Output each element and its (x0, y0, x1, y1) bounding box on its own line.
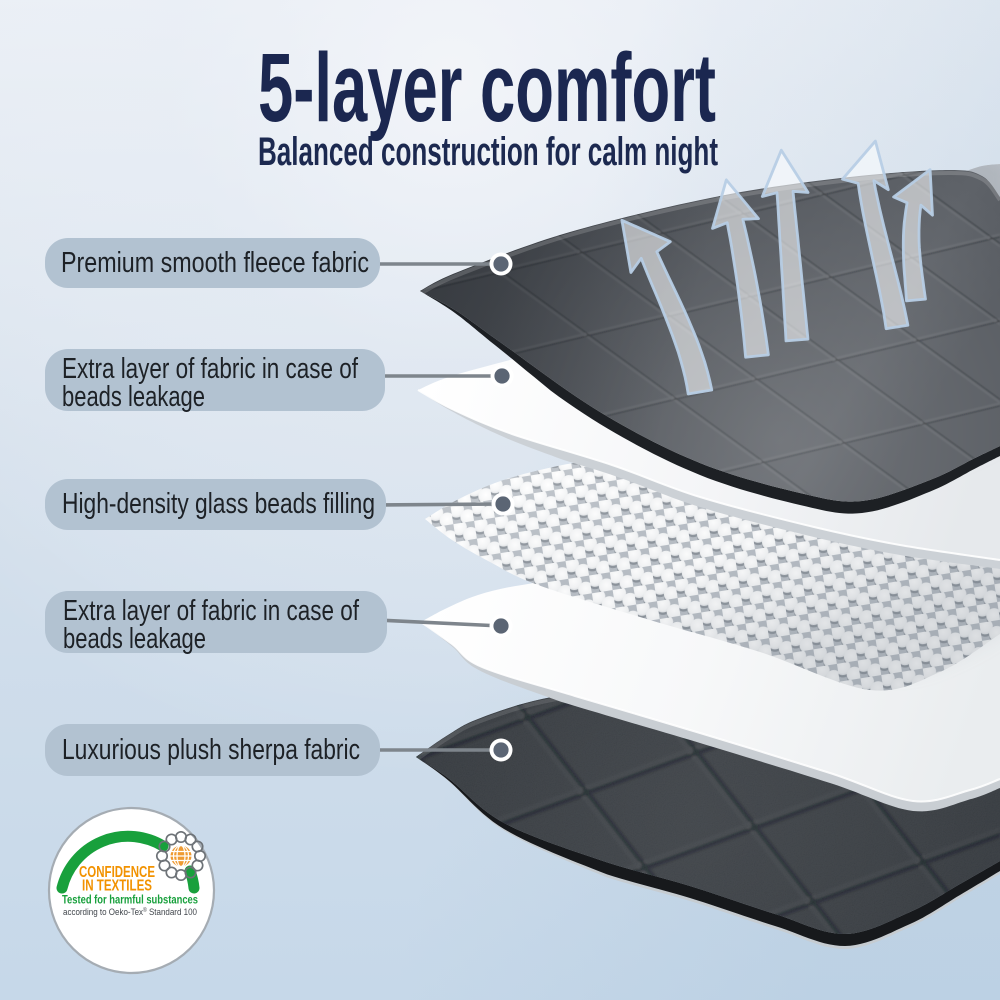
svg-text:5-layer comfort: 5-layer comfort (258, 33, 716, 142)
svg-text:CONFIDENCE: CONFIDENCE (79, 864, 155, 881)
svg-text:High-density glass beads filli: High-density glass beads filling (62, 488, 375, 520)
svg-text:Extra layer of fabric in case: Extra layer of fabric in case of (63, 595, 360, 627)
svg-text:Premium smooth fleece fabric: Premium smooth fleece fabric (61, 247, 369, 279)
svg-text:Extra layer of fabric in case: Extra layer of fabric in case of (62, 353, 359, 385)
svg-text:Luxurious plush sherpa fabric: Luxurious plush sherpa fabric (62, 734, 360, 766)
svg-text:according to Oeko-Tex® Standar: according to Oeko-Tex® Standard 100 (63, 907, 197, 918)
svg-text:IN TEXTILES: IN TEXTILES (82, 878, 152, 895)
svg-text:Tested for harmful substances: Tested for harmful substances (62, 895, 198, 907)
svg-text:beads leakage: beads leakage (63, 623, 206, 655)
svg-text:beads leakage: beads leakage (62, 381, 205, 413)
svg-text:Balanced construction for calm: Balanced construction for calm night (258, 130, 718, 174)
